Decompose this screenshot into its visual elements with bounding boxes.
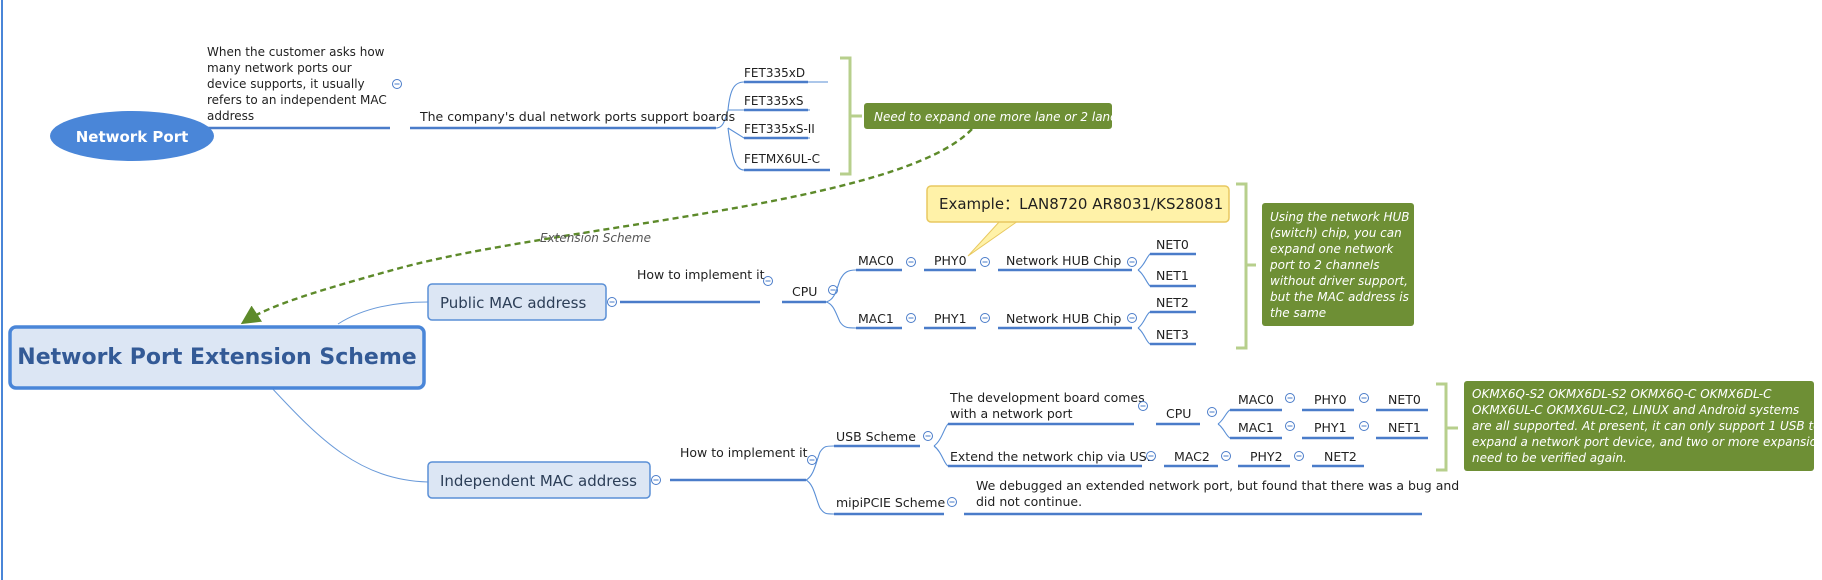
usb-support-note-text: OKMX6Q-S2 OKMX6DL-S2 OKMX6Q-C OKMX6DL-C … bbox=[1472, 387, 1822, 465]
chip-example-callout-text: Example：LAN8720 AR8031/KS28081 bbox=[939, 195, 1223, 213]
collapse-toggle-mac0[interactable] bbox=[906, 257, 916, 267]
collapse-toggle-extend-phy[interactable] bbox=[1294, 451, 1304, 461]
collapse-toggle-usb[interactable] bbox=[923, 431, 933, 441]
collapse-toggle-usb-mac0[interactable] bbox=[1285, 393, 1295, 403]
board-item[interactable]: FET335xS bbox=[744, 94, 803, 108]
collapse-toggle-usb-phy1[interactable] bbox=[1359, 421, 1369, 431]
collapse-toggle-usb-phy0[interactable] bbox=[1359, 393, 1369, 403]
collapse-toggle-mipi[interactable] bbox=[947, 497, 957, 507]
independent-mac-label: Independent MAC address bbox=[440, 472, 637, 490]
mipi-description[interactable]: We debugged an extended network port, bu… bbox=[976, 478, 1463, 509]
relationship-label: Extension Scheme bbox=[540, 231, 651, 245]
collapse-toggle-usb-cpu[interactable] bbox=[1207, 407, 1217, 417]
collapse-toggle-devboard[interactable] bbox=[1138, 401, 1148, 411]
public-lane-hub[interactable]: Network HUB Chip bbox=[1006, 253, 1121, 268]
public-cpu-label[interactable]: CPU bbox=[792, 284, 817, 299]
board-item[interactable]: FET335xS-II bbox=[744, 122, 815, 136]
top-root-label: Network Port bbox=[76, 128, 189, 146]
public-how-label[interactable]: How to implement it bbox=[637, 267, 765, 282]
usb-lane-phy[interactable]: PHY1 bbox=[1314, 420, 1347, 435]
customer-intro-text: When the customer asks how many network … bbox=[207, 45, 391, 123]
usb-extend-net[interactable]: NET2 bbox=[1324, 449, 1357, 464]
collapse-toggle-hub0[interactable] bbox=[1127, 257, 1137, 267]
public-net[interactable]: NET3 bbox=[1156, 327, 1189, 342]
usb-scheme-label[interactable]: USB Scheme bbox=[836, 429, 916, 444]
expand-lanes-note-text: Need to expand one more lane or 2 lanes bbox=[874, 110, 1124, 124]
independent-how-label[interactable]: How to implement it bbox=[680, 445, 808, 460]
collapse-toggle-mac1[interactable] bbox=[906, 313, 916, 323]
central-topic[interactable] bbox=[8, 325, 426, 390]
public-net[interactable]: NET1 bbox=[1156, 268, 1189, 283]
board-item[interactable]: FETMX6UL-C bbox=[744, 152, 820, 166]
top-branch bbox=[178, 56, 862, 176]
usb-support-note bbox=[1464, 381, 1814, 471]
usb-lane-phy[interactable]: PHY0 bbox=[1314, 392, 1347, 407]
collapse-toggle-intro[interactable] bbox=[392, 79, 402, 89]
usb-lane-net[interactable]: NET0 bbox=[1388, 392, 1421, 407]
collapse-toggle-usb-mac1[interactable] bbox=[1285, 421, 1295, 431]
usb-extend-phy[interactable]: PHY2 bbox=[1250, 449, 1283, 464]
public-mac-label: Public MAC address bbox=[440, 294, 586, 312]
public-net[interactable]: NET2 bbox=[1156, 295, 1189, 310]
usb-cpu-label[interactable]: CPU bbox=[1166, 406, 1191, 421]
mipi-scheme-label[interactable]: mipiPCIE Scheme bbox=[836, 495, 945, 510]
collapse-toggle-phy0[interactable] bbox=[980, 257, 990, 267]
public-mac-node[interactable] bbox=[427, 283, 607, 321]
collapse-toggle-hub1[interactable] bbox=[1127, 313, 1137, 323]
chip-example-callout[interactable] bbox=[926, 185, 1230, 223]
collapse-toggle-public[interactable] bbox=[607, 297, 617, 307]
collapse-toggle-independent[interactable] bbox=[651, 475, 661, 485]
hub-chip-note-text: Using the network HUB (switch) chip, you… bbox=[1269, 210, 1413, 320]
usb-lane-net[interactable]: NET1 bbox=[1388, 420, 1421, 435]
collapse-toggle-extend[interactable] bbox=[1146, 451, 1156, 461]
collapse-toggle-how-public[interactable] bbox=[763, 276, 773, 286]
usb-extend-mac[interactable]: MAC2 bbox=[1174, 449, 1210, 464]
usb-lane-mac[interactable]: MAC0 bbox=[1238, 392, 1274, 407]
dual-port-boards-topic[interactable]: The company's dual network ports support… bbox=[419, 109, 735, 124]
public-lane-phy[interactable]: PHY0 bbox=[934, 253, 967, 268]
public-net[interactable]: NET0 bbox=[1156, 237, 1189, 252]
public-lane-mac[interactable]: MAC1 bbox=[858, 311, 894, 326]
collapse-toggle-extend-mac[interactable] bbox=[1221, 451, 1231, 461]
public-lane-mac[interactable]: MAC0 bbox=[858, 253, 894, 268]
collapse-toggle-phy1[interactable] bbox=[980, 313, 990, 323]
public-lane-hub[interactable]: Network HUB Chip bbox=[1006, 311, 1121, 326]
extension-scheme-relationship[interactable] bbox=[240, 128, 973, 325]
collapse-toggle-how-independent[interactable] bbox=[807, 455, 817, 465]
expand-lanes-note bbox=[864, 103, 1112, 129]
top-root-node[interactable] bbox=[50, 111, 214, 161]
central-topic-label: Network Port Extension Scheme bbox=[17, 345, 416, 370]
usb-lane-mac[interactable]: MAC1 bbox=[1238, 420, 1274, 435]
devboard-port-label[interactable]: The development board comes with a netwo… bbox=[949, 390, 1149, 421]
hub-chip-note bbox=[1262, 203, 1414, 326]
independent-mac-node[interactable] bbox=[427, 461, 651, 499]
usb-extend-label[interactable]: Extend the network chip via USB bbox=[950, 449, 1155, 464]
public-lane-phy[interactable]: PHY1 bbox=[934, 311, 967, 326]
board-item[interactable]: FET335xD bbox=[744, 66, 805, 80]
